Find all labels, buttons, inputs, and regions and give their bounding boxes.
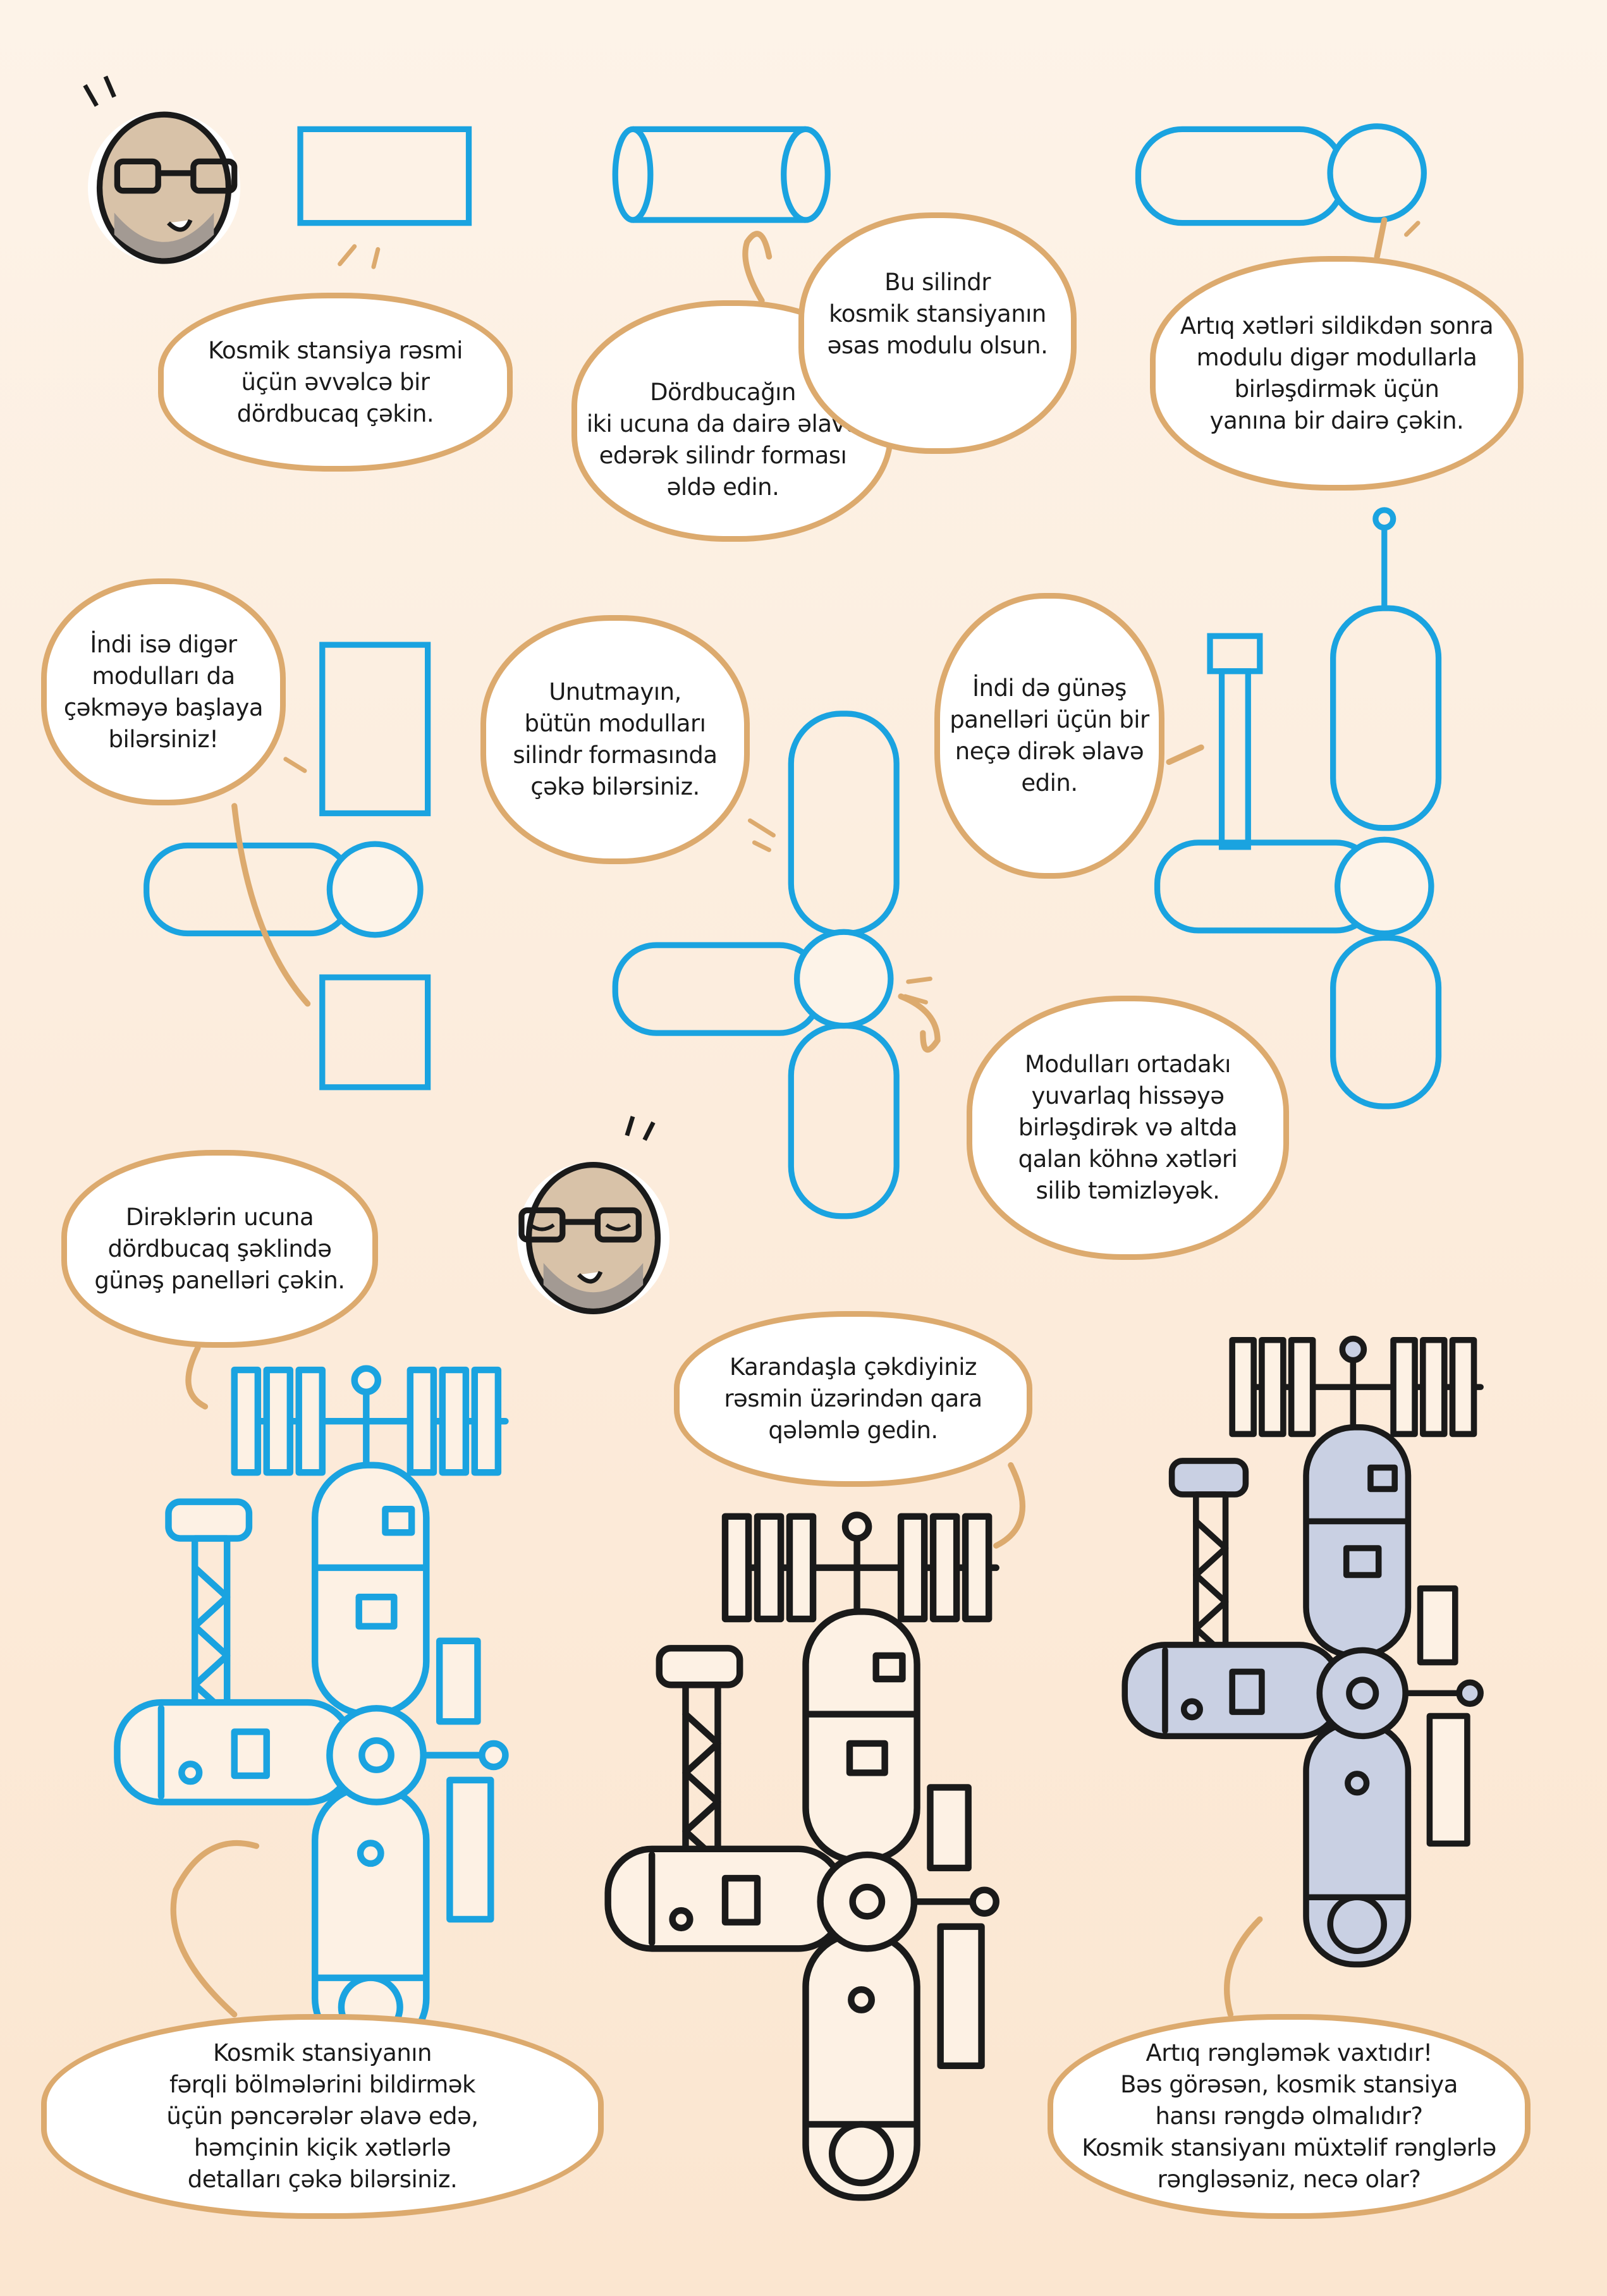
step9-bubble: Dirəklərin ucuna dördbucaq şəklində günə…: [61, 1150, 378, 1348]
step12-bubble: Artıq rəngləmək vaxtıdır! Bəs görəsən, k…: [1048, 2014, 1531, 2219]
step1-rectangle: [297, 126, 472, 226]
step4-bubble: Artıq xətləri sildikdən sonra modulu dig…: [1150, 256, 1524, 491]
step8-ink-station: [608, 1515, 996, 2197]
step11-bubble: Kosmik stansiyanın fərqli bölmələrini bi…: [41, 2014, 604, 2219]
step3-cylinder-circle: [1135, 123, 1427, 226]
step6-bubble: Unutmayın, bütün modulları silindr forma…: [480, 615, 750, 864]
step2-text: Bu silindr kosmik stansiyanın əsas modul…: [827, 269, 1048, 359]
step8-bubble: Modulları ortadakı yuvarlaq hissəyə birl…: [967, 996, 1289, 1260]
author-avatar-1: [83, 75, 241, 264]
step1-bubble: Kosmik stansiya rəsmi üçün əvvəlcə bir d…: [158, 293, 513, 472]
step12-text: Artıq rəngləmək vaxtıdır! Bəs görəsən, k…: [1082, 2039, 1496, 2193]
bubble-tails: [170, 217, 1388, 2018]
step1-text: Kosmik stansiya rəsmi üçün əvvəlcə bir d…: [208, 336, 463, 427]
step2-bubble: Bu silindr kosmik stansiyanın əsas modul…: [798, 212, 1077, 454]
step6-modules-poles: [1154, 507, 1442, 1109]
step9-text: Dirəklərin ucuna dördbucaq şəklində günə…: [94, 1203, 345, 1294]
step4-text: Artıq xətləri sildikdən sonra modulu dig…: [1180, 312, 1494, 434]
author-avatar-2: [516, 1116, 669, 1315]
bubble-sparks: [283, 221, 1421, 1004]
step9-colored-station: [1125, 1339, 1481, 1965]
step11-text: Kosmik stansiyanın fərqli bölmələrini bi…: [166, 2039, 479, 2193]
step5-bubble: İndi isə digər modulları da çəkməyə başl…: [41, 578, 286, 805]
step4-modules: [144, 642, 431, 1090]
step6-text: Unutmayın, bütün modulları silindr forma…: [513, 678, 718, 800]
step10-text: Karandaşla çəkdiyiniz rəsmin üzərindən q…: [724, 1353, 982, 1444]
step2-cylinder: [612, 126, 831, 223]
step7-blue-station: [117, 1369, 505, 2051]
step7-text: İndi də günəş panelləri üçün bir neçə di…: [950, 675, 1149, 797]
step7-bubble: İndi də günəş panelləri üçün bir neçə di…: [934, 593, 1164, 879]
step5-text: İndi isə digər modulları da çəkməyə başl…: [63, 630, 264, 753]
step8-text: Modulları ortadakı yuvarlaq hissəyə birl…: [1018, 1051, 1238, 1204]
step10-bubble: Karandaşla çəkdiyiniz rəsmin üzərindən q…: [674, 1311, 1032, 1487]
step5-modules: [612, 711, 900, 1219]
